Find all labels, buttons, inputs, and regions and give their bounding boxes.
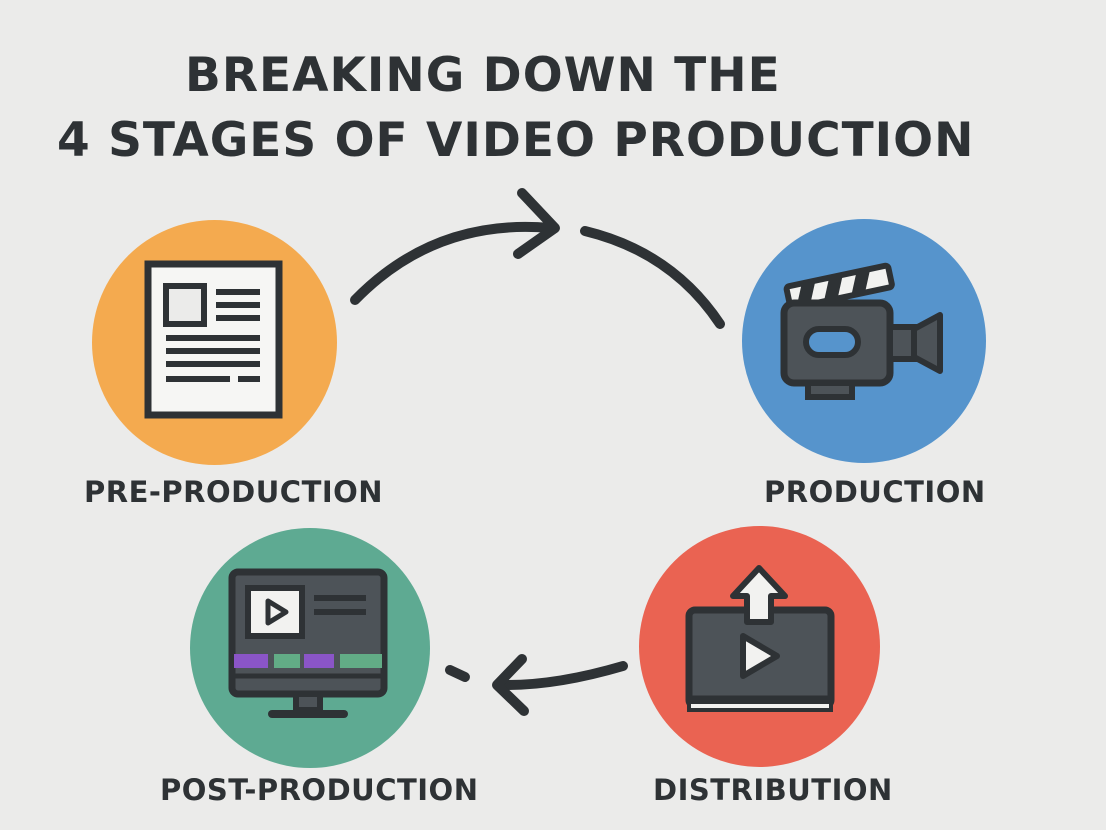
upload-video-icon xyxy=(685,565,835,712)
pre-production-circle xyxy=(92,220,337,465)
arrow-pre-to-production xyxy=(350,221,555,305)
title-line-1: BREAKING DOWN THE xyxy=(185,48,781,103)
production-circle xyxy=(742,219,986,463)
distribution-label: DISTRIBUTION xyxy=(653,773,893,807)
distribution-circle xyxy=(639,526,880,767)
arrow-pre-to-production-head xyxy=(513,188,560,259)
editing-monitor-icon xyxy=(228,568,388,718)
production-label: PRODUCTION xyxy=(764,475,986,509)
post-production-circle xyxy=(190,528,430,768)
post-production-label: POST-PRODUCTION xyxy=(160,773,479,807)
document-icon xyxy=(144,260,283,419)
arc-into-production xyxy=(580,226,725,329)
title-line-2: 4 STAGES OF VIDEO PRODUCTION xyxy=(57,113,975,168)
arrow-distribution-to-post xyxy=(497,661,628,691)
video-camera-icon xyxy=(780,262,943,400)
pre-production-label: PRE-PRODUCTION xyxy=(84,475,384,509)
arc-dash-post xyxy=(445,665,470,682)
arrow-distribution-to-post-head xyxy=(492,654,529,716)
